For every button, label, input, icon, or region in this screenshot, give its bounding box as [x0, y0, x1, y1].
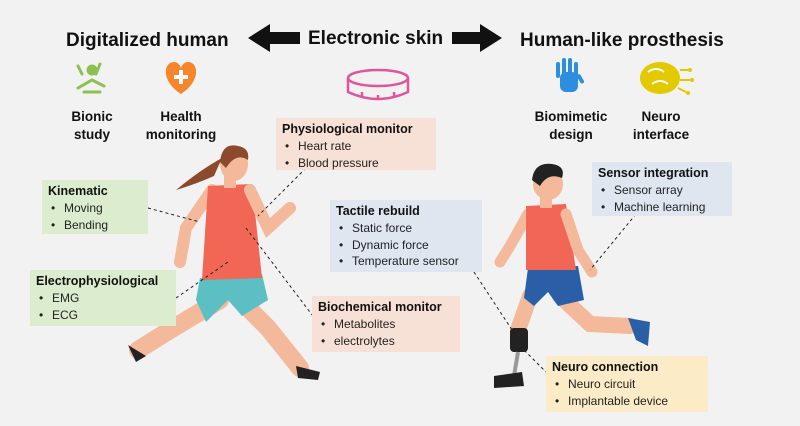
right-arrow-icon: [452, 24, 502, 52]
female-runner: [128, 145, 320, 380]
neuro-item: Neuro circuit: [555, 376, 702, 393]
electrophysiological-title: Electrophysiological: [36, 274, 159, 288]
heart-plus-icon: [165, 62, 197, 94]
kinematic-item: Bending: [51, 217, 142, 234]
tactile-rebuild-box: Tactile rebuild Static force Dynamic for…: [330, 200, 482, 272]
electrophysiological-item: ECG: [39, 307, 170, 324]
connector-lines: [147, 167, 637, 373]
electrophysiological-box: Electrophysiological EMG ECG: [30, 270, 176, 326]
tactile-rebuild-title: Tactile rebuild: [336, 204, 420, 218]
hand-icon: [556, 58, 584, 92]
kinematic-box: Kinematic Moving Bending: [42, 180, 148, 234]
skin-band-icon: [346, 68, 410, 101]
male-runner: [494, 163, 650, 388]
sensor-integration-box: Sensor integration Sensor array Machine …: [592, 162, 732, 216]
biochemical-item: electrolytes: [321, 333, 454, 350]
neuro-connection-title: Neuro connection: [552, 360, 659, 374]
physiological-monitor-box: Physiological monitor Heart rate Blood p…: [276, 118, 436, 172]
sensor-integration-title: Sensor integration: [598, 166, 709, 180]
kinematic-title: Kinematic: [48, 184, 108, 198]
left-title: Digitalized human: [66, 30, 229, 51]
brain-circuit-icon: [640, 62, 694, 95]
center-title: Electronic skin: [308, 28, 444, 49]
physiological-monitor-title: Physiological monitor: [282, 122, 413, 136]
tactile-item: Dynamic force: [339, 237, 476, 254]
physiological-item: Heart rate: [285, 138, 430, 155]
biochemical-monitor-title: Biochemical monitor: [318, 300, 442, 314]
neuro-item: Implantable device: [555, 393, 702, 410]
tactile-item: Temperature sensor: [339, 253, 476, 270]
biochemical-item: Metabolites: [321, 316, 454, 333]
left-arrow-icon: [248, 24, 300, 52]
physiological-item: Blood pressure: [285, 155, 430, 172]
electrophysiological-item: EMG: [39, 290, 170, 307]
kinematic-item: Moving: [51, 200, 142, 217]
sensor-item: Sensor array: [601, 182, 726, 199]
neuro-connection-box: Neuro connection Neuro circuit Implantab…: [546, 356, 708, 412]
tactile-item: Static force: [339, 220, 476, 237]
sensor-item: Machine learning: [601, 199, 726, 216]
right-title: Human-like prosthesis: [520, 30, 724, 51]
bionic-arm-icon: [76, 62, 106, 94]
biochemical-monitor-box: Biochemical monitor Metabolites electrol…: [312, 296, 460, 352]
